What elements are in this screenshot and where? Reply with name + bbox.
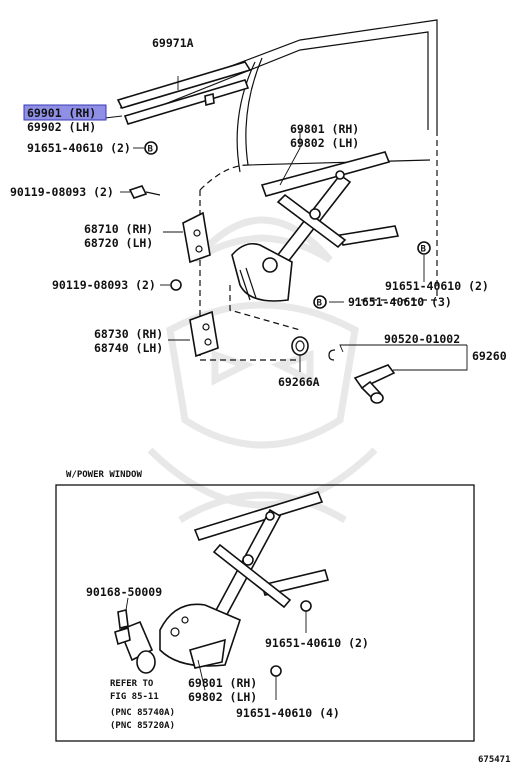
clip-90520 (328, 349, 336, 361)
label-69802-inset[interactable]: 69802 (LH) (188, 690, 257, 704)
bracket-68710 (182, 211, 211, 264)
label-68740[interactable]: 68740 (LH) (94, 341, 163, 355)
window-regulator-power (159, 491, 330, 669)
label-69802[interactable]: 69802 (LH) (290, 136, 359, 150)
label-91651-mid[interactable]: 91651-40610 (3) (348, 295, 452, 309)
refer-line-3[interactable]: (PNC 85740A) (110, 708, 175, 718)
label-90119-upper[interactable]: 90119-08093 (2) (10, 185, 114, 199)
bolt-91651-inset-a (300, 600, 312, 612)
label-91651-top[interactable]: 91651-40610 (2) (27, 141, 131, 155)
label-68710[interactable]: 68710 (RH) (84, 222, 153, 236)
handle-base-69266A (291, 336, 309, 356)
refer-line-4[interactable]: (PNC 85720A) (110, 721, 175, 731)
nut-90119-lower (170, 279, 182, 291)
svg-text:B: B (421, 245, 427, 255)
label-90520[interactable]: 90520-01002 (384, 332, 460, 346)
svg-text:B: B (317, 299, 323, 309)
bolt-91651-inset-b (270, 665, 282, 677)
leader-lines (104, 76, 468, 700)
label-69971A[interactable]: 69971A (152, 36, 194, 50)
label-69801[interactable]: 69801 (RH) (290, 122, 359, 136)
window-regulator-main (231, 151, 400, 302)
power-window-motor (114, 609, 156, 674)
label-69902[interactable]: 69902 (LH) (27, 120, 96, 134)
bolt-symbol-right: B (417, 241, 431, 255)
label-68720[interactable]: 68720 (LH) (84, 236, 153, 250)
label-69260[interactable]: 69260 (472, 349, 507, 363)
label-69801-inset[interactable]: 69801 (RH) (188, 676, 257, 690)
bolt-symbol-mid: B (313, 295, 327, 309)
label-68730[interactable]: 68730 (RH) (94, 327, 163, 341)
power-window-inset-box (55, 484, 475, 742)
refer-line-1: REFER TO (110, 679, 154, 689)
refer-line-2[interactable]: FIG 85-11 (110, 692, 159, 702)
window-crank-handle-69260 (353, 364, 396, 404)
label-90119-lower[interactable]: 90119-08093 (2) (52, 278, 156, 292)
svg-text:B: B (148, 145, 154, 155)
power-window-section-title: W/POWER WINDOW (66, 470, 142, 480)
bolt-symbol-top: B (144, 141, 158, 155)
label-69266A[interactable]: 69266A (278, 375, 320, 389)
bolt-90119-upper (128, 185, 161, 199)
glass-run-channel-69971A (116, 61, 252, 125)
bracket-68730 (189, 310, 219, 358)
selected-part-highlight (23, 104, 107, 121)
label-91651-inset-4[interactable]: 91651-40610 (4) (236, 706, 340, 720)
label-90168[interactable]: 90168-50009 (86, 585, 162, 599)
label-91651-inset-2[interactable]: 91651-40610 (2) (265, 636, 369, 650)
label-91651-right[interactable]: 91651-40610 (2) (385, 279, 489, 293)
label-69901[interactable]: 69901 (RH) (27, 106, 96, 120)
figure-number: 675471 (478, 755, 511, 765)
